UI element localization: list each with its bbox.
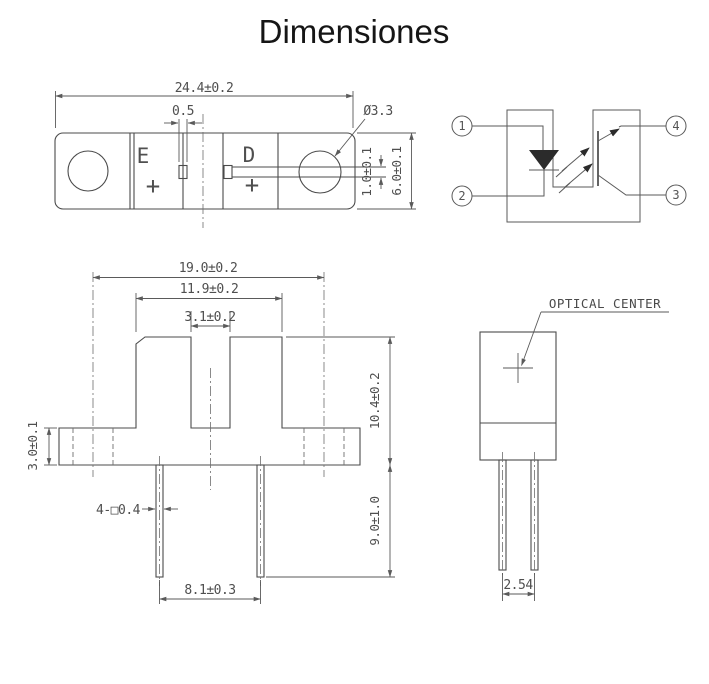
- gap-tab-right: [223, 164, 233, 180]
- dim-hole-diameter-label: Ø3.3: [363, 104, 392, 119]
- dim-body-height-label: 10.4±0.2: [367, 373, 382, 429]
- phototransistor-symbol: [597, 125, 666, 196]
- dimension-hole-span: 19.0±0.2: [92, 261, 325, 280]
- top-view: E + D + 24.4±0.2 0.5 Ø3.3 1.0±0.1: [54, 81, 416, 228]
- front-view: 19.0±0.2 11.9±0.2 3.1±0.2 10.4±0.2 3.0±0…: [25, 261, 395, 604]
- dim-lead-span-label: 8.1±0.3: [184, 583, 235, 598]
- dim-body-height-label: 6.0±0.1: [389, 146, 404, 195]
- dim-slot-height-label: 1.0±0.1: [359, 147, 374, 196]
- dimension-lead-length: 9.0±1.0: [266, 464, 395, 578]
- led-triangle: [529, 150, 559, 170]
- collector-arrow: [597, 128, 620, 142]
- dimension-tab-width: 0.5: [164, 104, 202, 162]
- cathode-lead-line: [472, 170, 545, 197]
- led-symbol: [472, 125, 559, 197]
- dim-base-height-label: 3.0±0.1: [25, 421, 40, 470]
- leader-line: [521, 311, 542, 366]
- dim-hole-span-label: 19.0±0.2: [179, 261, 238, 276]
- dimension-slot-width: 3.1±0.2: [184, 310, 236, 332]
- dimension-hole-diameter: Ø3.3: [334, 104, 393, 157]
- top-view-body-outline: [54, 132, 356, 210]
- anode-lead-line: [472, 125, 544, 150]
- collector-lead-line: [618, 125, 666, 128]
- dimension-body-width: 11.9±0.2: [135, 282, 283, 332]
- dimension-body-height-top-view: 6.0±0.1: [357, 132, 416, 210]
- side-view: OPTICAL CENTER 2.54: [479, 296, 669, 601]
- dimension-lead-span: 8.1±0.3: [159, 580, 261, 604]
- dimension-slot-height: 1.0±0.1: [359, 147, 384, 197]
- top-view-section-lines: [129, 133, 279, 209]
- dim-tab-label: 0.5: [172, 104, 194, 119]
- emitter-polarity-mark: +: [146, 172, 160, 200]
- pin-2-number: 2: [458, 189, 465, 203]
- detector-label: D: [243, 143, 256, 167]
- dimension-overall-width: 24.4±0.2: [55, 81, 354, 128]
- mounting-hole-left: [67, 150, 109, 192]
- light-arrows: [555, 147, 593, 194]
- dim-lead-length-label: 9.0±1.0: [367, 496, 382, 545]
- lead-size-note: 4-□0.4: [96, 503, 178, 518]
- dim-body-width-label: 11.9±0.2: [180, 282, 239, 297]
- pin-4-number: 4: [672, 119, 679, 133]
- optical-center-callout: OPTICAL CENTER: [521, 296, 669, 366]
- optical-center-label: OPTICAL CENTER: [549, 296, 661, 311]
- emitter-label: E: [137, 144, 150, 168]
- aperture-slot-band: [232, 166, 386, 178]
- dimension-base-height: 3.0±0.1: [25, 421, 57, 471]
- schematic-outline: [506, 109, 641, 223]
- detector-polarity-mark: +: [245, 171, 259, 199]
- dimension-lead-pitch: 2.54: [502, 573, 535, 601]
- dimension-body-height: 10.4±0.2: [286, 336, 395, 466]
- front-view-body-outline: [58, 336, 361, 466]
- light-arrow: [564, 163, 593, 188]
- emitter-lead-line: [597, 174, 666, 196]
- pin-3-number: 3: [672, 188, 679, 202]
- pin-1-number: 1: [458, 119, 465, 133]
- dim-lead-pitch-label: 2.54: [503, 578, 533, 593]
- dim-slot-width-label: 3.1±0.2: [184, 310, 235, 325]
- schematic-view: 1 2 4 3: [451, 109, 687, 223]
- page-title: Dimensiones: [259, 13, 450, 50]
- dim-overall-width-label: 24.4±0.2: [175, 81, 234, 96]
- hidden-hole-edges: [72, 428, 345, 465]
- optical-center-cross: [503, 353, 533, 383]
- lead-size-note-label: 4-□0.4: [96, 503, 141, 518]
- mounting-hole-right: [298, 150, 342, 194]
- leader-line: [334, 118, 366, 157]
- side-view-body-outline: [479, 331, 557, 461]
- gap-tab-left: [178, 164, 188, 180]
- light-arrow: [561, 147, 590, 172]
